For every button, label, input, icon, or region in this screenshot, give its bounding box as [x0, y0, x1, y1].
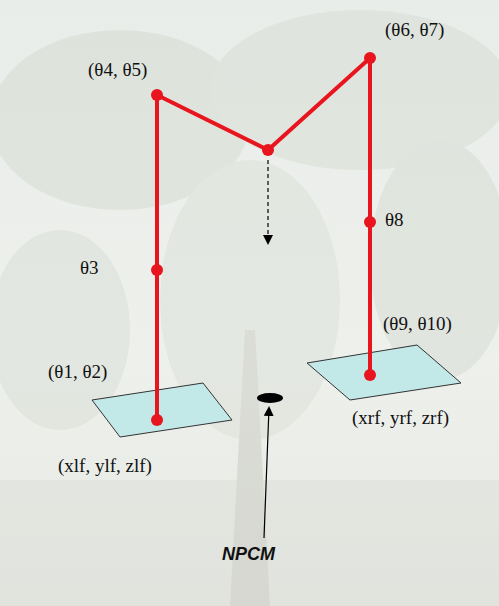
faded-trees [0, 10, 499, 606]
joint-label: (θ4, θ5) [88, 60, 147, 81]
foot-coordinate: (xlf, ylf, zlf) [58, 456, 152, 477]
joint-label: θ3 [80, 258, 99, 279]
right-foot-plate [307, 345, 461, 400]
robot-links [157, 58, 370, 420]
leader-arrow [264, 408, 269, 538]
joint-label: θ8 [385, 210, 404, 231]
joint-label: (θ1, θ2) [48, 362, 107, 383]
left-foot-plate [92, 383, 232, 437]
joint-label: (θ9, θ10) [383, 314, 452, 335]
foot-coordinate: (xrf, yrf, zrf) [352, 408, 449, 429]
joint-label: (θ6, θ7) [385, 20, 444, 41]
npcm-label: NPCM [222, 545, 275, 565]
npcm-point [257, 393, 283, 403]
joint-dots [151, 52, 376, 426]
gravity-arrow [267, 160, 268, 243]
